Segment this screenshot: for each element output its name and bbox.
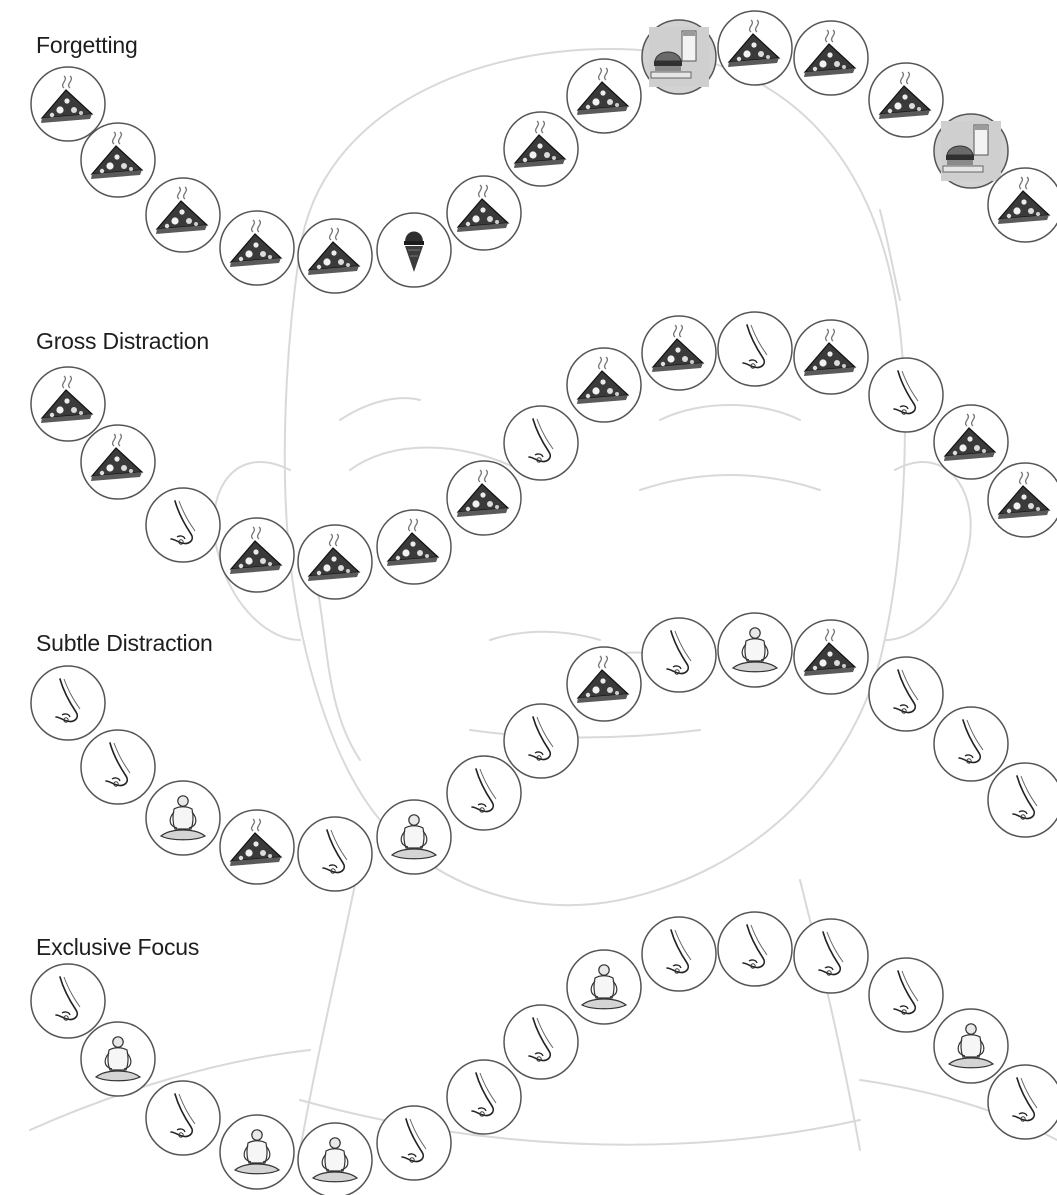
bead-circle — [988, 763, 1057, 837]
bead-circle — [794, 919, 868, 993]
bead — [934, 707, 1008, 781]
bead — [988, 463, 1057, 537]
bead — [447, 1060, 521, 1134]
bead — [447, 461, 521, 535]
bead — [567, 647, 641, 721]
burger-soda-icon — [649, 27, 709, 87]
bead — [869, 358, 943, 432]
bead-circle — [81, 730, 155, 804]
bead — [642, 618, 716, 692]
bead — [146, 488, 220, 562]
bead-circle — [988, 1065, 1057, 1139]
bead — [220, 1115, 294, 1189]
bead-circle — [31, 666, 105, 740]
burger-soda-icon — [941, 121, 1001, 181]
bead — [377, 510, 451, 584]
bead — [220, 810, 294, 884]
bead — [504, 1005, 578, 1079]
bead — [988, 763, 1057, 837]
bead-circle — [504, 1005, 578, 1079]
bead — [567, 348, 641, 422]
bead-circle — [642, 618, 716, 692]
row-title-exclusive-focus: Exclusive Focus — [36, 934, 199, 961]
bead — [988, 1065, 1057, 1139]
bead — [31, 666, 105, 740]
bead — [81, 1022, 155, 1096]
bead — [567, 59, 641, 133]
bead-circle — [146, 488, 220, 562]
bead-circle — [869, 958, 943, 1032]
bead — [146, 1081, 220, 1155]
bead-chain-0 — [31, 11, 1057, 293]
bead-circle — [869, 657, 943, 731]
bead — [567, 950, 641, 1024]
bead — [504, 704, 578, 778]
bead — [298, 525, 372, 599]
bead — [642, 316, 716, 390]
bead — [869, 657, 943, 731]
bead-circle — [504, 704, 578, 778]
bead — [447, 756, 521, 830]
bead-circle — [718, 912, 792, 986]
bead-circle — [377, 1106, 451, 1180]
bead — [642, 20, 716, 94]
bead — [504, 406, 578, 480]
bead — [377, 213, 451, 287]
bead — [447, 176, 521, 250]
bead — [377, 800, 451, 874]
bead — [934, 1009, 1008, 1083]
bead-circle — [869, 358, 943, 432]
bead-circle — [146, 1081, 220, 1155]
bead — [220, 211, 294, 285]
bead — [794, 919, 868, 993]
bead — [377, 1106, 451, 1180]
bead-circle — [447, 756, 521, 830]
bead — [718, 912, 792, 986]
bead — [298, 219, 372, 293]
bead — [31, 964, 105, 1038]
bead — [81, 425, 155, 499]
bead — [81, 123, 155, 197]
bead — [718, 11, 792, 85]
bead — [31, 67, 105, 141]
row-title-subtle-distraction: Subtle Distraction — [36, 630, 213, 657]
bead — [794, 21, 868, 95]
bead — [31, 367, 105, 441]
bead-circle — [504, 406, 578, 480]
bead — [869, 958, 943, 1032]
bead — [718, 312, 792, 386]
bead — [504, 112, 578, 186]
bead — [146, 178, 220, 252]
bead-circle — [298, 817, 372, 891]
bead — [81, 730, 155, 804]
bead — [642, 917, 716, 991]
bead-circle — [718, 312, 792, 386]
bead — [298, 817, 372, 891]
bead — [220, 518, 294, 592]
bead — [869, 63, 943, 137]
bead — [988, 168, 1057, 242]
bead — [794, 620, 868, 694]
bead — [934, 405, 1008, 479]
bead-circle — [31, 964, 105, 1038]
bead-circle — [447, 1060, 521, 1134]
bead-circle — [642, 917, 716, 991]
bead — [934, 114, 1008, 188]
bead-circle — [934, 707, 1008, 781]
bead — [146, 781, 220, 855]
row-title-gross-distraction: Gross Distraction — [36, 328, 209, 355]
bead-chain-1 — [31, 312, 1057, 599]
bead — [298, 1123, 372, 1195]
bead — [794, 320, 868, 394]
bead — [718, 613, 792, 687]
row-title-forgetting: Forgetting — [36, 32, 138, 59]
